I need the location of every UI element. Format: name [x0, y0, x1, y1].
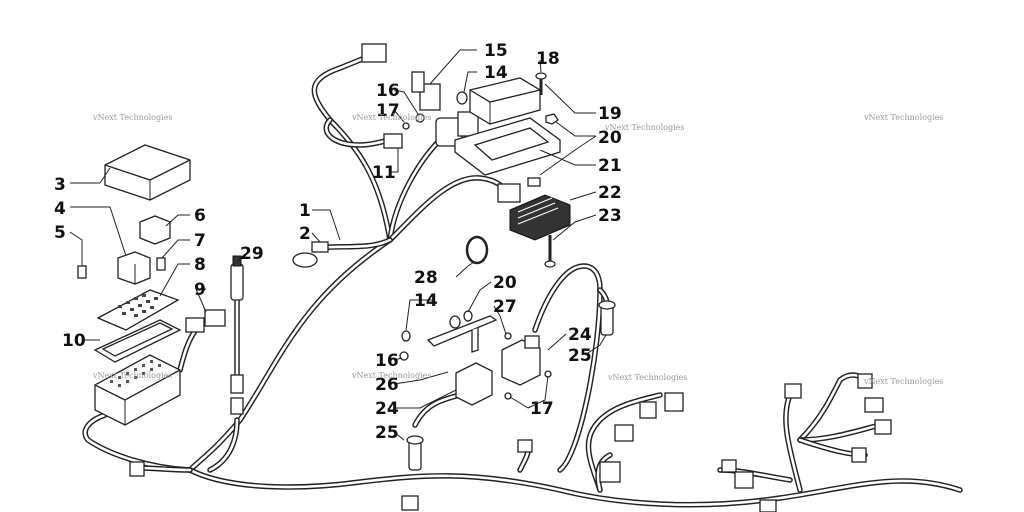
callout-29: 29 [240, 244, 264, 264]
callout-18: 18 [536, 49, 560, 69]
mid-hardware [399, 310, 552, 400]
sensor-29 [230, 255, 244, 415]
callout-14-top: 14 [484, 63, 508, 83]
callout-19: 19 [598, 104, 622, 124]
mounting-plate [454, 117, 561, 176]
callout-20-top: 20 [598, 128, 622, 148]
sensor-24-right [501, 335, 541, 386]
connector-11 [383, 133, 403, 149]
regulator-connector [497, 183, 521, 203]
harness-wires [82, 52, 963, 508]
watermark-2: vNext Technologies [351, 113, 431, 122]
nut-20-21 [527, 113, 559, 187]
callout-3: 3 [54, 175, 66, 195]
grommet-25-left [406, 435, 424, 471]
relay-6 [139, 215, 171, 245]
callout-1: 1 [299, 201, 311, 221]
callout-23: 23 [598, 206, 622, 226]
bracket [426, 315, 498, 353]
watermark-1: vNext Technologies [92, 113, 172, 122]
callout-17-top: 17 [376, 101, 400, 121]
callout-24-left: 24 [375, 399, 399, 419]
sensor-24-left [455, 362, 493, 406]
ecu-module [469, 77, 541, 125]
washer-14-top [456, 91, 468, 105]
callout-22: 22 [598, 183, 622, 203]
watermark-8: vNext Technologies [863, 377, 943, 386]
callout-2: 2 [299, 224, 311, 244]
fuse-7 [156, 257, 166, 271]
fuse-box-base [94, 354, 181, 426]
callout-15: 15 [484, 41, 508, 61]
callout-16-top: 16 [376, 81, 400, 101]
callout-26: 26 [375, 375, 399, 395]
callout-21: 21 [598, 156, 622, 176]
callout-25-left: 25 [375, 423, 399, 443]
connector-9 [185, 309, 226, 333]
ring-28 [465, 235, 489, 265]
callout-11: 11 [372, 163, 396, 183]
parts [77, 43, 892, 512]
watermark-6: vNext Technologies [351, 371, 431, 380]
leader-lines [69, 49, 607, 441]
callout-14-mid: 14 [414, 291, 438, 311]
watermark-4: vNext Technologies [863, 113, 943, 122]
callout-5: 5 [54, 223, 66, 243]
callout-27: 27 [493, 297, 517, 317]
fuse-panel [96, 289, 180, 331]
top-connector [361, 43, 387, 63]
callout-7: 7 [194, 231, 206, 251]
bolt-18 [535, 72, 547, 95]
relay-4 [117, 251, 151, 285]
watermark-3: vNext Technologies [604, 123, 684, 132]
bottom-left-connectors [129, 439, 533, 511]
callout-10: 10 [62, 331, 86, 351]
watermark-5: vNext Technologies [92, 371, 172, 380]
coil-assembly [435, 111, 479, 147]
gasket [93, 319, 182, 363]
callout-24-right: 24 [568, 325, 592, 345]
callout-20-mid: 20 [493, 273, 517, 293]
grommet-25-right [598, 300, 616, 336]
connector-1-2 [292, 241, 329, 268]
fuse-5 [77, 265, 87, 279]
watermarks: vNext Technologies vNext Technologies vN… [92, 113, 943, 386]
callout-4: 4 [54, 199, 66, 219]
bolt-23 [544, 235, 556, 268]
callout-labels: 3 4 5 6 7 8 9 10 29 1 2 11 16 17 15 14 1… [54, 41, 622, 443]
callout-28: 28 [414, 268, 438, 288]
callout-9: 9 [194, 280, 206, 300]
watermark-7: vNext Technologies [607, 373, 687, 382]
callout-17-mid: 17 [530, 399, 554, 419]
hardware-16-17-top [402, 113, 425, 130]
fuse-box-cover [104, 144, 191, 201]
right-harness-connectors [599, 373, 892, 512]
callout-8: 8 [194, 255, 206, 275]
callout-25-right: 25 [568, 346, 592, 366]
callout-16-mid: 16 [375, 351, 399, 371]
callout-6: 6 [194, 206, 206, 226]
regulator-22 [509, 194, 571, 241]
relay-15 [411, 71, 441, 111]
